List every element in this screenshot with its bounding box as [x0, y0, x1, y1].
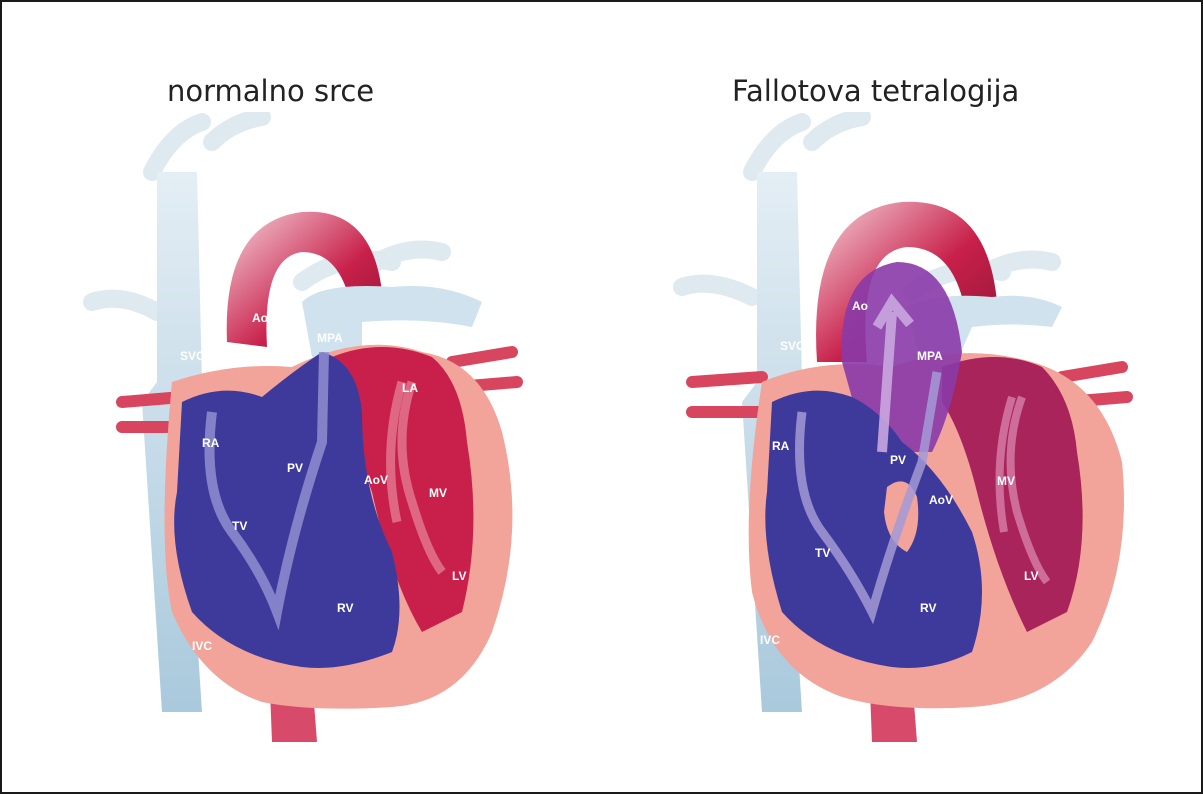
- tof-heart-illustration: Ao MPA SVC RA PV AoV MV TV LV RV IVC: [652, 112, 1172, 752]
- label-ivc: IVC: [192, 639, 212, 653]
- label-tv: TV: [232, 519, 247, 533]
- label-aov: AoV: [364, 473, 388, 487]
- label-svc: SVC: [180, 349, 205, 363]
- label-mv: MV: [429, 486, 447, 500]
- label-ra: RA: [202, 436, 220, 450]
- normal-heart-illustration: Ao MPA SVC LA RA PV AoV MV TV LV RV IVC: [62, 112, 562, 752]
- label-pv: PV: [890, 453, 906, 467]
- label-pv: PV: [287, 461, 303, 475]
- label-lv: LV: [452, 569, 466, 583]
- label-ao: Ao: [252, 311, 268, 325]
- label-tv: TV: [815, 546, 830, 560]
- label-rv: RV: [337, 601, 353, 615]
- label-ra: RA: [772, 439, 790, 453]
- label-mpa: MPA: [917, 349, 943, 363]
- label-la: LA: [402, 381, 418, 395]
- title-tetralogy-of-fallot: Fallotova tetralogija: [732, 74, 1019, 108]
- normal-heart-svg: Ao MPA SVC LA RA PV AoV MV TV LV RV IVC: [62, 112, 562, 752]
- label-aov: AoV: [929, 493, 953, 507]
- label-ao: Ao: [852, 299, 868, 313]
- title-normal-heart: normalno srce: [167, 74, 374, 108]
- label-mpa: MPA: [317, 331, 343, 345]
- label-svc: SVC: [780, 339, 805, 353]
- label-mv: MV: [997, 474, 1015, 488]
- label-ivc: IVC: [760, 633, 780, 647]
- tof-heart-svg: Ao MPA SVC RA PV AoV MV TV LV RV IVC: [652, 112, 1172, 752]
- label-lv: LV: [1024, 569, 1038, 583]
- label-rv: RV: [920, 601, 936, 615]
